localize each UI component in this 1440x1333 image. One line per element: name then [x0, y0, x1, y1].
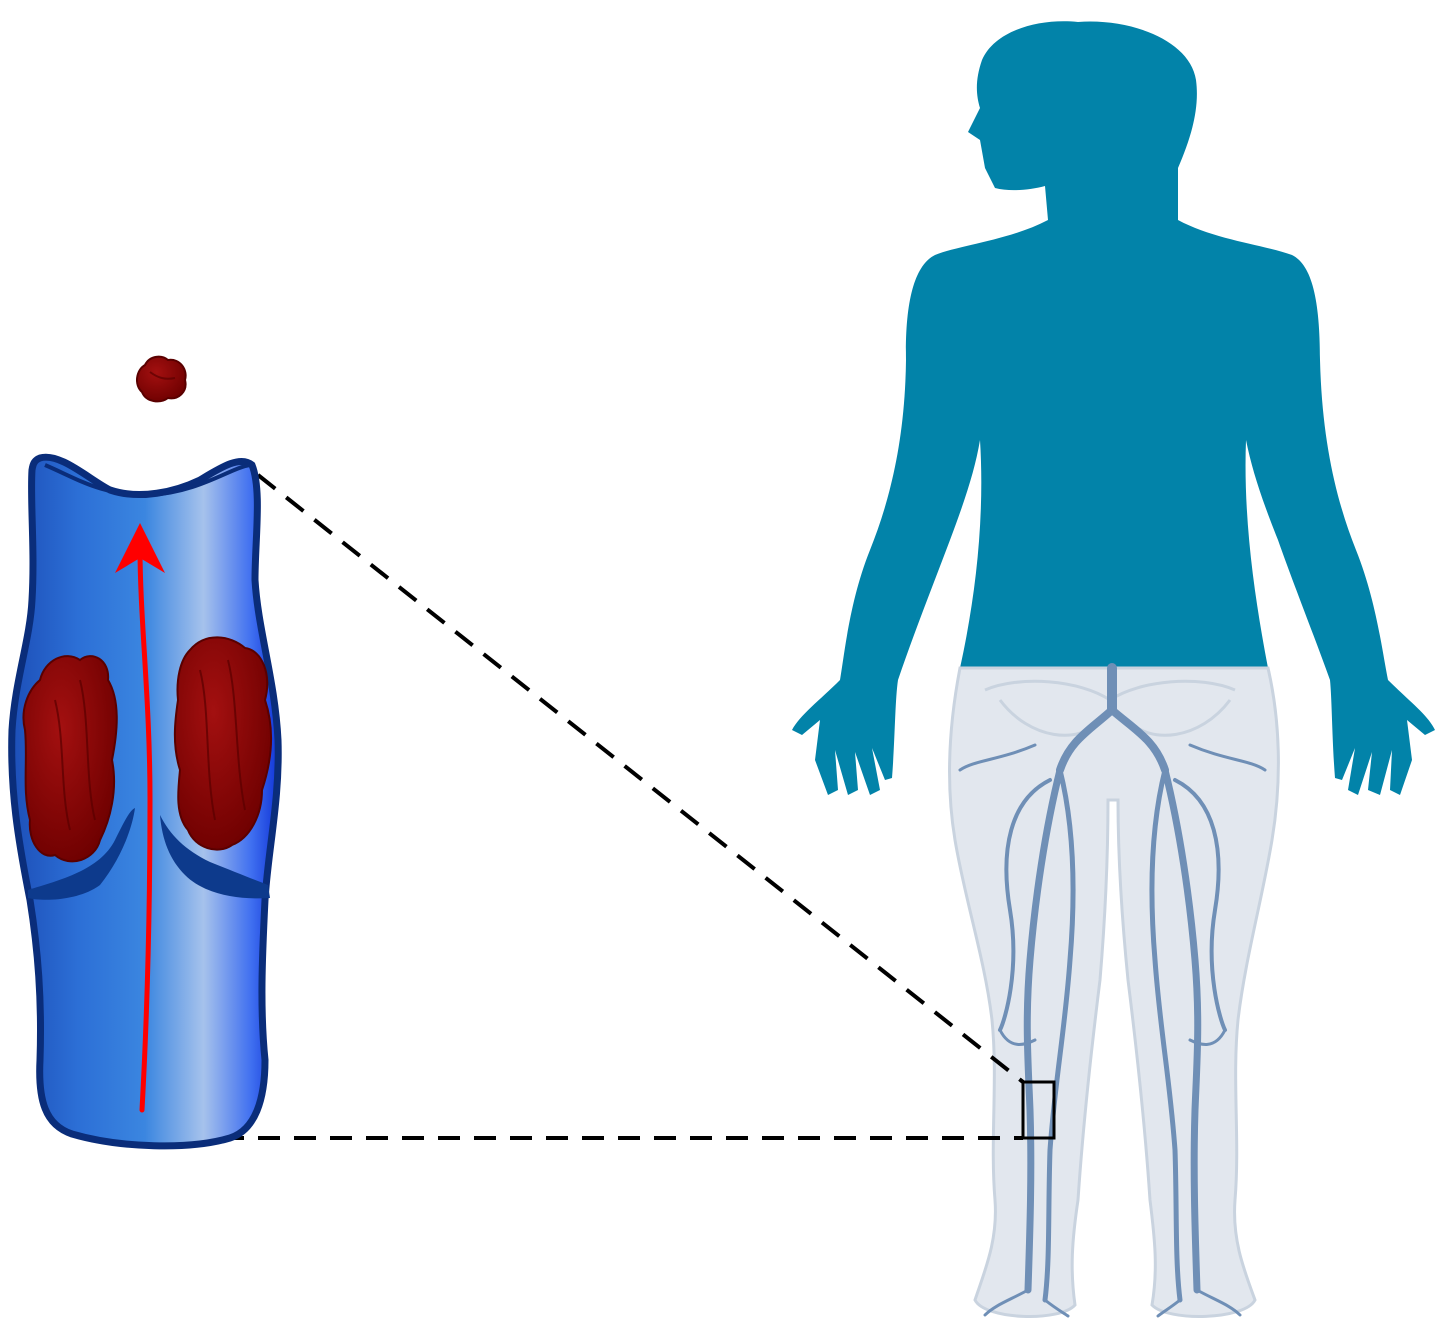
legs-outline [950, 668, 1279, 1316]
clot-right [175, 637, 271, 849]
human-body-silhouette-icon [792, 21, 1435, 1316]
vein-segment-with-valves-icon [12, 357, 279, 1146]
clot-left [23, 656, 116, 861]
clot-embolus [137, 357, 186, 402]
legs-venous-system [950, 668, 1279, 1316]
